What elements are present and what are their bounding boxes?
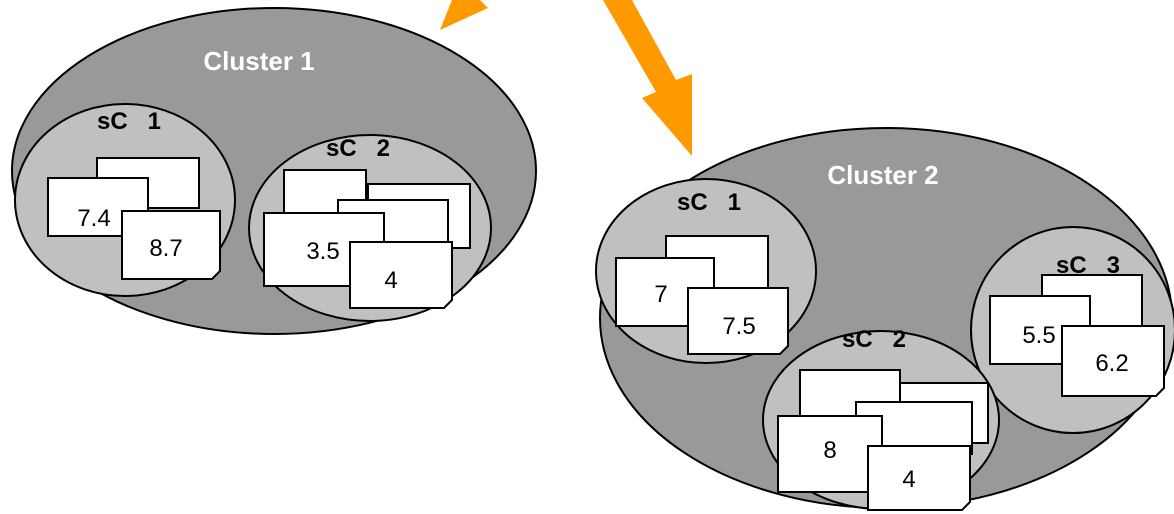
- subcluster-label: sC 1: [97, 108, 161, 135]
- cluster-2: Cluster 2 sC 1 7 7.5 sC 3 5.5 6.2 sC 2: [595, 127, 1174, 511]
- document-value: 7.5: [722, 313, 755, 340]
- subcluster-label: sC 1: [677, 189, 741, 216]
- document-icon: [799, 369, 901, 421]
- cluster-1: Cluster 1 sC 1 7.4 8.7 sC 2 3.5 4: [11, 7, 537, 335]
- cluster-2-subcluster-2: sC 2 8 4: [762, 326, 1000, 511]
- cluster-2-subcluster-1: sC 1 7 7.5: [595, 178, 817, 364]
- cluster-1-subcluster-2: sC 2 3.5 4: [248, 134, 492, 322]
- document-value: 5.5: [1022, 322, 1055, 349]
- document-icon: [349, 241, 453, 309]
- cluster-2-label: Cluster 2: [827, 160, 938, 190]
- document-icon: [1061, 325, 1165, 397]
- document-value: 4: [902, 466, 915, 493]
- subcluster-label: sC 2: [842, 326, 906, 353]
- document-value: 7.4: [77, 205, 110, 232]
- document-value: 3.5: [306, 238, 339, 265]
- document-value: 8: [823, 437, 836, 464]
- document-value: 7: [654, 281, 667, 308]
- cluster-2-subcluster-3: sC 3 5.5 6.2: [970, 226, 1174, 434]
- arrow-to-cluster-2: [603, 0, 692, 156]
- document-icon: [121, 210, 221, 280]
- document-value: 4: [384, 267, 397, 294]
- document-value: 6.2: [1095, 350, 1128, 377]
- cluster-1-subcluster-1: sC 1 7.4 8.7: [14, 103, 236, 297]
- cluster-1-label: Cluster 1: [203, 46, 314, 76]
- document-value: 8.7: [149, 235, 182, 262]
- document-icon: [867, 445, 971, 511]
- arrow-to-cluster-1: [440, 0, 488, 30]
- document-icon: [687, 287, 789, 355]
- subcluster-label: sC 2: [326, 135, 390, 162]
